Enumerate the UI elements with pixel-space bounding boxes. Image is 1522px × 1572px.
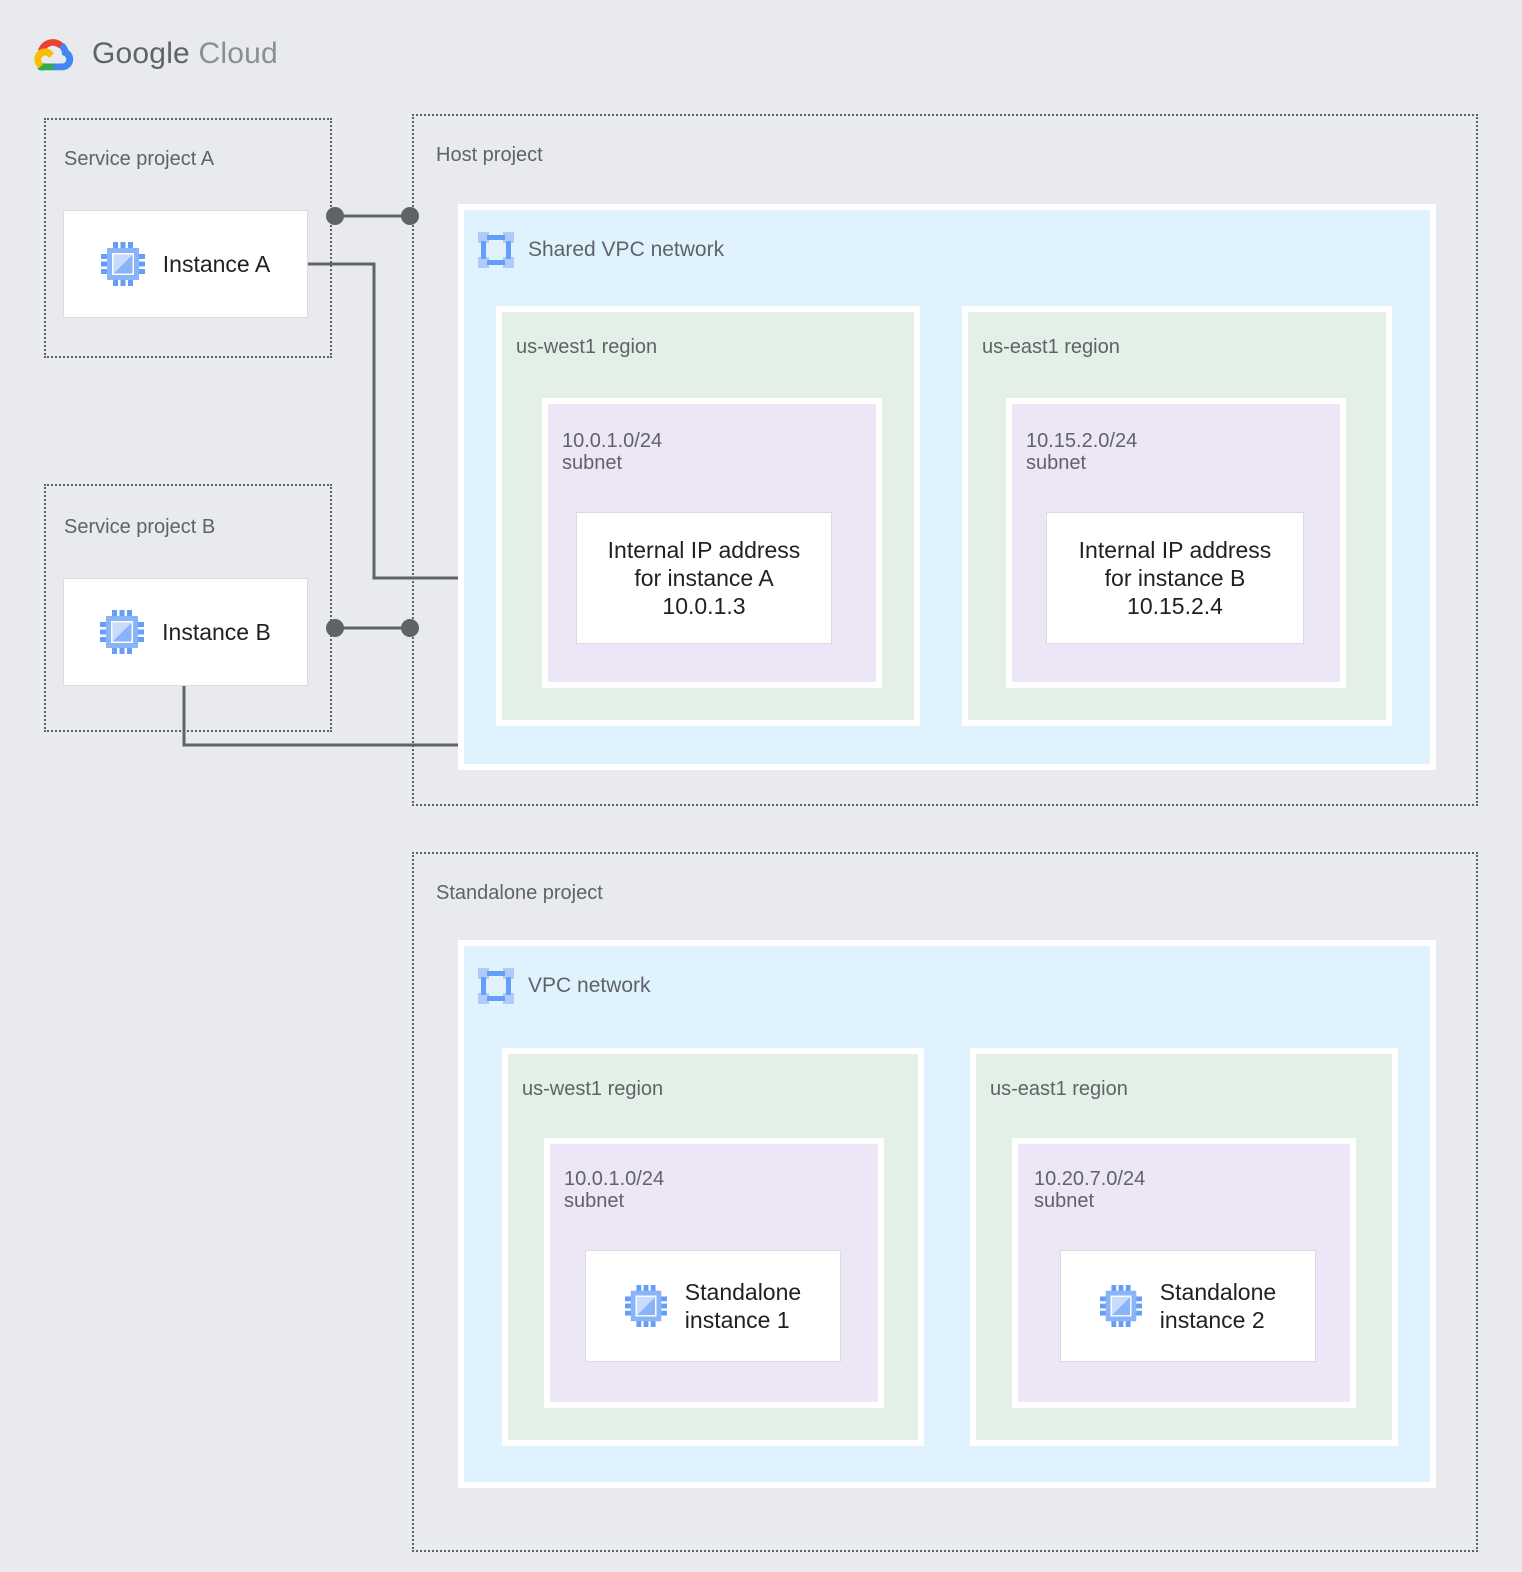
host-region-us-west1-label: us-west1 region [516, 336, 658, 358]
instance-a-label: Instance A [162, 250, 271, 277]
shared-vpc-network-label: Shared VPC network [528, 238, 725, 261]
compute-engine-icon [1099, 1285, 1142, 1327]
vpc-network-icon [478, 232, 514, 268]
standalone-instance-1-label: Standalone instance 1 [684, 1278, 802, 1333]
standalone-region-us-east1-label: us-east1 region [990, 1078, 1128, 1100]
standalone-region-us-west1-label: us-west1 region [522, 1078, 664, 1100]
shared-vpc-network-header: Shared VPC network [478, 232, 724, 268]
instance-a-card[interactable]: Instance A [63, 210, 308, 318]
brand-name-primary: Google [92, 37, 190, 70]
vpc-network-icon [478, 968, 514, 1004]
standalone-project-label: Standalone project [436, 882, 603, 904]
standalone-project-container [412, 852, 1478, 1552]
service-project-b-container [44, 484, 332, 732]
google-cloud-logo [34, 39, 74, 71]
host-project-label: Host project [436, 144, 543, 166]
service-project-a-label: Service project A [64, 148, 215, 170]
vpc-network-label: VPC network [528, 974, 651, 997]
compute-engine-icon [100, 242, 145, 286]
internal-ip-instance-a-label: Internal IP address for instance A 10.0.… [607, 536, 801, 620]
service-project-a-container [44, 118, 332, 358]
vpc-network-header: VPC network [478, 968, 651, 1004]
internal-ip-instance-a-card[interactable]: Internal IP address for instance A 10.0.… [576, 512, 832, 644]
host-subnet-10-0-1-0-label: 10.0.1.0/24 subnet [562, 430, 663, 475]
brand-name: Google Cloud [92, 37, 278, 71]
internal-ip-instance-b-label: Internal IP address for instance B 10.15… [1078, 536, 1272, 620]
brand-name-secondary: Cloud [198, 37, 278, 70]
instance-b-label: Instance B [162, 618, 271, 645]
internal-ip-instance-b-card[interactable]: Internal IP address for instance B 10.15… [1046, 512, 1304, 644]
standalone-subnet-10-0-1-0-label: 10.0.1.0/24 subnet [564, 1168, 665, 1213]
google-cloud-brand: Google Cloud [34, 36, 278, 72]
host-subnet-10-15-2-0-label: 10.15.2.0/24 subnet [1026, 430, 1138, 475]
compute-engine-icon [624, 1285, 667, 1327]
standalone-instance-2-label: Standalone instance 2 [1159, 1278, 1277, 1333]
instance-b-card[interactable]: Instance B [63, 578, 308, 686]
host-project-container [412, 114, 1478, 806]
host-region-us-east1-label: us-east1 region [982, 336, 1120, 358]
service-project-b-label: Service project B [64, 516, 216, 538]
standalone-instance-2-card[interactable]: Standalone instance 2 [1060, 1250, 1316, 1362]
compute-engine-icon [100, 610, 145, 654]
standalone-instance-1-card[interactable]: Standalone instance 1 [585, 1250, 841, 1362]
standalone-subnet-10-20-7-0-label: 10.20.7.0/24 subnet [1034, 1168, 1146, 1213]
